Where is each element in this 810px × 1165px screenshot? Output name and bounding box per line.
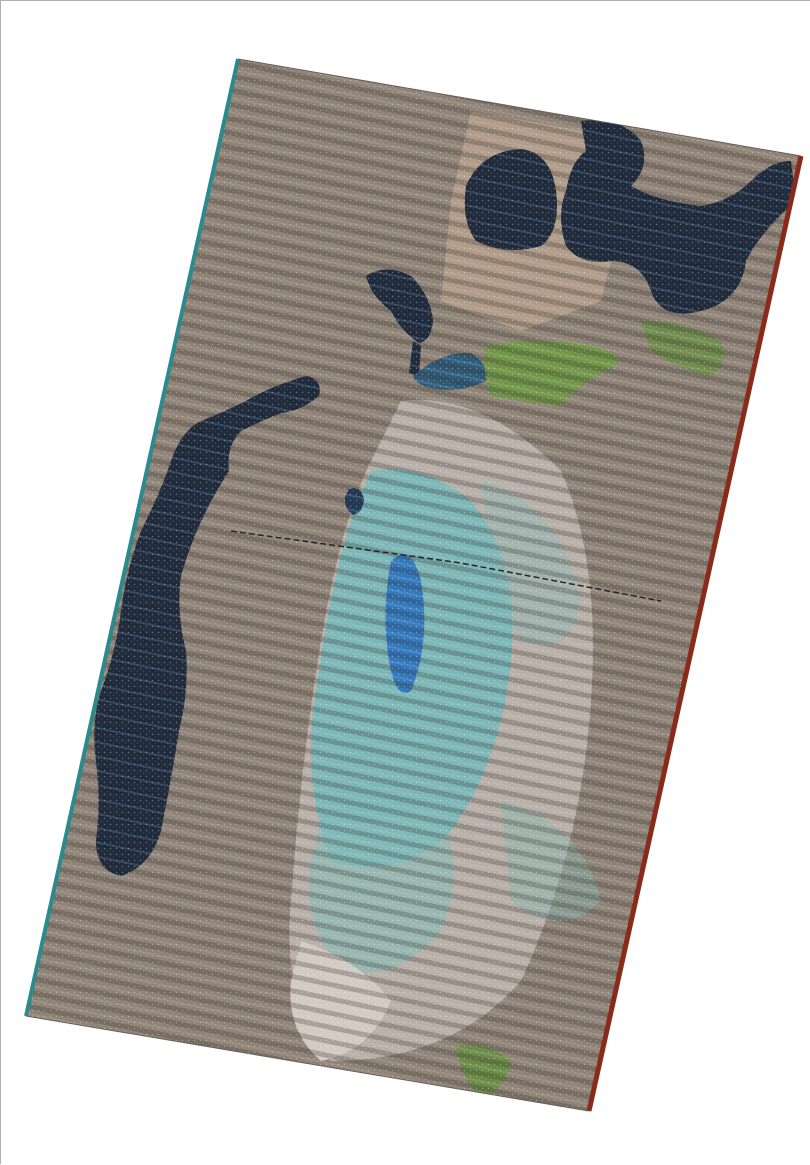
scene-bottom-edge xyxy=(25,1015,590,1112)
scene-top-edge xyxy=(237,58,802,157)
scene-left-edge xyxy=(24,58,240,1017)
scan-seam-line xyxy=(230,530,662,602)
scene-right-edge xyxy=(586,155,804,1112)
